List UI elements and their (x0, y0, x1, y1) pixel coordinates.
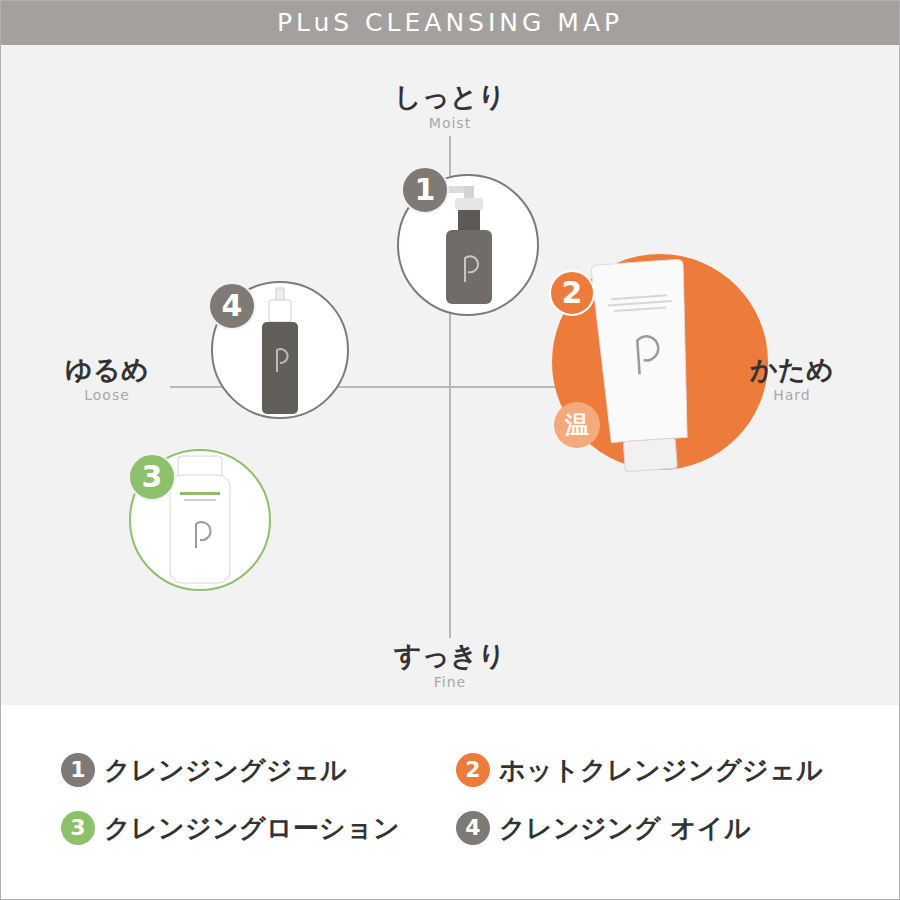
callout-number: 3 (142, 462, 163, 492)
tube-print-line (608, 300, 672, 306)
callout-number: 2 (562, 278, 583, 308)
callout-badge: 温 (554, 402, 600, 448)
pump-bottle (438, 186, 492, 304)
tube-body (591, 259, 695, 443)
axis-label: しっとり (394, 81, 506, 112)
legend-text: クレンジング オイル (499, 811, 751, 846)
map-title: PLuS CLEANSING MAP (277, 9, 623, 38)
callout-number: 4 (465, 815, 480, 840)
callout-badge: 2 (549, 270, 595, 316)
tube-print-line (611, 294, 667, 300)
product-circle (130, 450, 270, 590)
axis-label: ゆるめ (65, 354, 149, 385)
callout-number: 3 (70, 815, 85, 840)
bottle-neck (458, 210, 480, 232)
axis-sublabel: Moist (429, 115, 471, 131)
tube-print-line (614, 306, 666, 312)
oil-bottle (262, 288, 298, 414)
bottle-label-line (184, 499, 216, 501)
product-circle (212, 282, 348, 418)
callout-number: 1 (415, 175, 436, 205)
pump-head (455, 198, 483, 210)
callout-number: 1 (70, 757, 85, 782)
tube-cap (623, 438, 677, 472)
lotion-bottle (170, 456, 230, 583)
axis-sublabel: Hard (773, 387, 811, 403)
legend-text: クレンジングジェル (104, 753, 347, 788)
callout-badge: 4 (208, 282, 256, 330)
hot-gel-tube (591, 259, 697, 473)
axis-label: すっきり (394, 640, 506, 671)
map-ground (0, 45, 900, 705)
axis-sublabel: Fine (434, 674, 466, 690)
product-circle (398, 175, 538, 315)
logo-mark (277, 349, 288, 372)
callout-number: 4 (222, 291, 243, 321)
bottle-body (446, 230, 492, 304)
bottle-label-line (180, 492, 220, 495)
axis-sublabel: Loose (84, 387, 130, 403)
pump-collar (269, 300, 291, 322)
logo-mark (465, 256, 478, 282)
pump-stem (276, 288, 284, 300)
title-bar (0, 0, 900, 45)
legend-text: ホットクレンジングジェル (499, 753, 823, 788)
legend-text: クレンジングローション (104, 811, 400, 846)
logo-mark (637, 336, 660, 375)
bottle-body (262, 322, 298, 414)
bottle-body (170, 475, 230, 583)
callout-number: 温 (565, 413, 589, 437)
callout-number: 2 (465, 757, 480, 782)
axis-label: かため (750, 354, 834, 385)
logo-mark (196, 522, 210, 548)
callout-badge: 3 (128, 453, 176, 501)
callout-badge: 1 (401, 166, 449, 214)
pump-stem (464, 186, 474, 200)
